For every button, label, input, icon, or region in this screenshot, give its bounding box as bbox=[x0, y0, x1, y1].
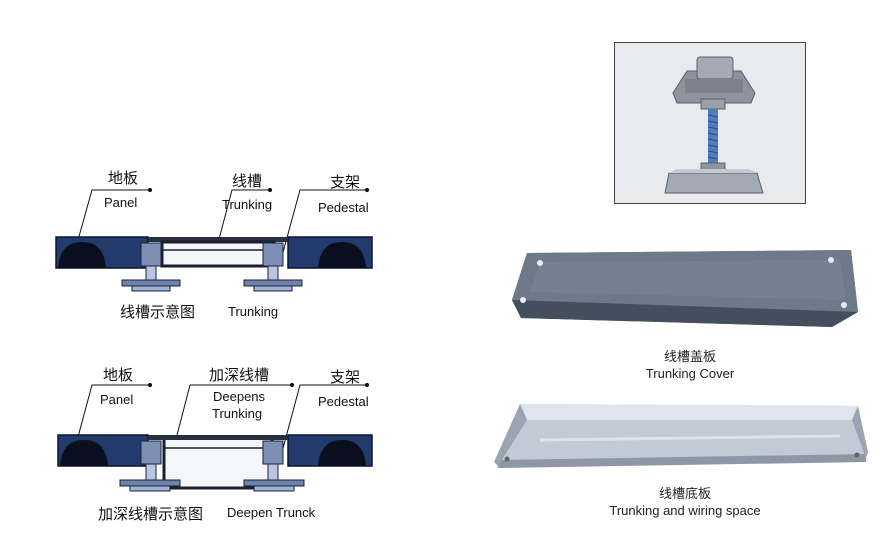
trunking-leader-line bbox=[217, 189, 270, 244]
panel-label-en-2: Panel bbox=[100, 392, 134, 407]
diagram2-caption-en: Deepen Trunck bbox=[227, 505, 316, 520]
pedestal-photo bbox=[614, 42, 806, 204]
floor-panel-right bbox=[287, 236, 373, 269]
deep-trunking-label-cn: 加深线槽 bbox=[209, 366, 270, 384]
cover-caption-en: Trunking Cover bbox=[645, 366, 735, 381]
pedestal-leader-line-2 bbox=[281, 384, 367, 453]
pedestal-right-2 bbox=[243, 440, 305, 492]
cover-caption-cn: 线槽盖板 bbox=[663, 350, 716, 365]
pedestal-left bbox=[121, 242, 181, 292]
pedestal-left-2 bbox=[119, 440, 181, 492]
diagram1-caption-en: Trunking bbox=[228, 304, 279, 319]
panel-leader-line-2 bbox=[77, 384, 150, 438]
panel-label-en: Panel bbox=[104, 195, 138, 210]
floor-panel-left bbox=[55, 236, 149, 269]
pedestal-right bbox=[243, 242, 303, 292]
trunking-cover-image bbox=[512, 250, 858, 327]
pedestal-label-en: Pedestal bbox=[318, 200, 369, 215]
panel-leader-line bbox=[77, 189, 150, 241]
floor-panel-left-2 bbox=[57, 434, 149, 467]
panel-label-cn: 地板 bbox=[108, 169, 139, 187]
deep-trunking-label-en-2: Trunking bbox=[212, 406, 263, 421]
panel-label-cn-2: 地板 bbox=[103, 366, 134, 384]
floor-panel-right-2 bbox=[287, 434, 373, 467]
trunking-channel bbox=[148, 237, 288, 268]
diagram1-caption-cn: 线槽示意图 bbox=[120, 303, 196, 321]
base-caption-en: Trunking and wiring space bbox=[609, 503, 761, 518]
pedestal-photo-drawing bbox=[615, 43, 805, 203]
base-caption-cn: 线槽底板 bbox=[658, 487, 711, 502]
trunking-leader-line-2 bbox=[174, 384, 292, 444]
trunking-label-cn: 线槽 bbox=[232, 172, 263, 190]
pedestal-label-cn-2: 支架 bbox=[330, 368, 361, 386]
pedestal-label-en-2: Pedestal bbox=[318, 394, 369, 409]
pedestal-label-cn: 支架 bbox=[330, 173, 361, 191]
trunking-label-en: Trunking bbox=[222, 197, 273, 212]
trunking-base-image bbox=[494, 404, 868, 468]
diagram2-caption-cn: 加深线槽示意图 bbox=[98, 505, 204, 523]
deep-trunking-label-en-1: Deepens bbox=[213, 389, 266, 404]
pedestal-leader-line bbox=[281, 189, 367, 257]
